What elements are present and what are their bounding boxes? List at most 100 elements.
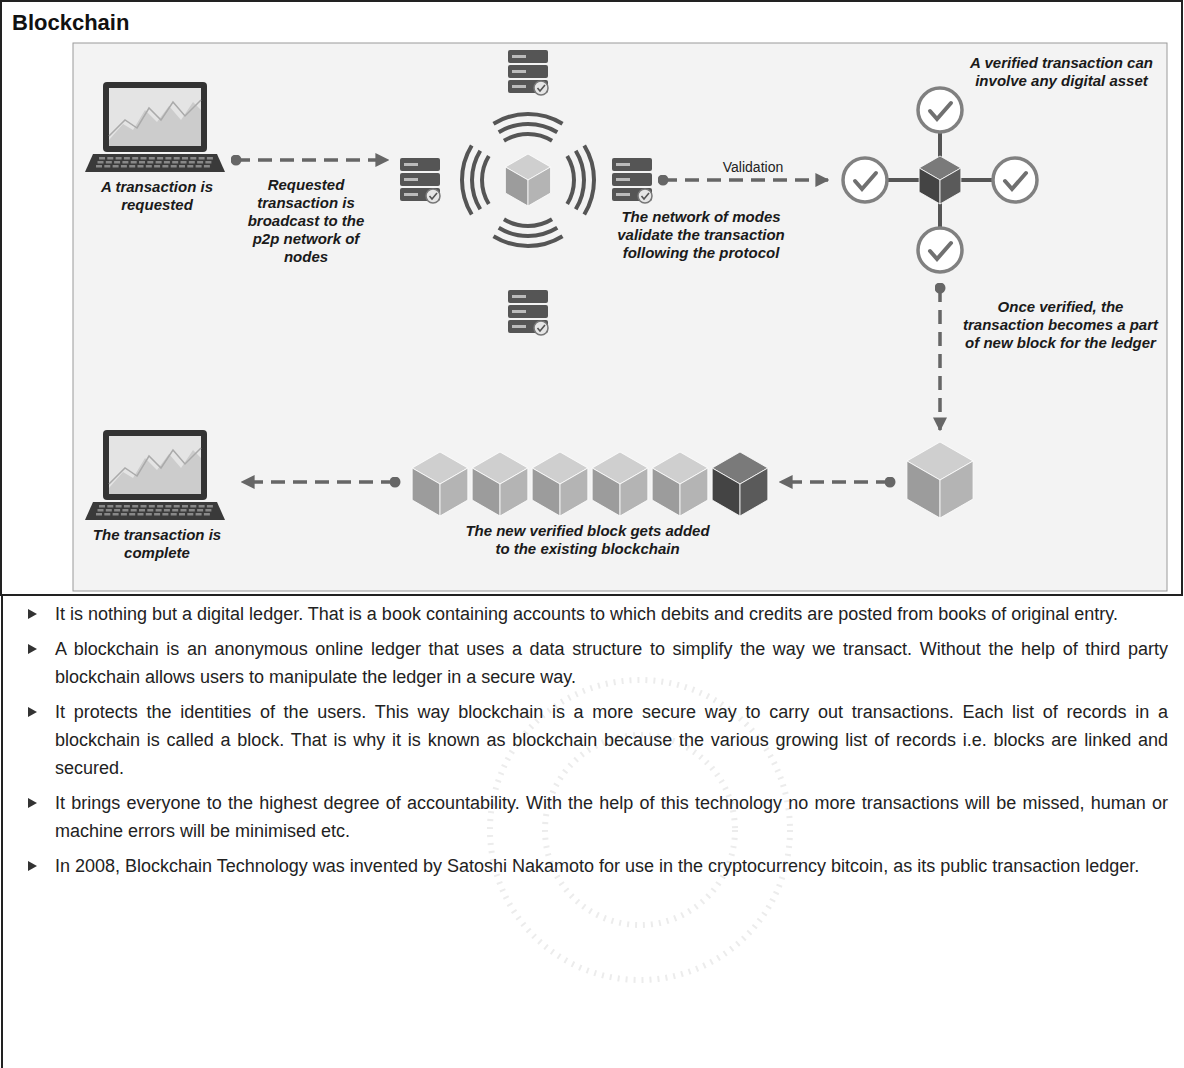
bullet-item: A blockchain is an anonymous online ledg… (28, 635, 1168, 691)
server-unit (612, 158, 652, 171)
server-icon (508, 50, 548, 95)
laptop-key (196, 165, 202, 168)
laptop-key (164, 161, 170, 164)
bullet-item: It brings everyone to the highest degree… (28, 789, 1168, 845)
laptop-key (147, 161, 153, 164)
server-slot (512, 70, 526, 73)
watermark-ring (545, 735, 735, 925)
laptop-key (121, 165, 127, 168)
cube-face (592, 468, 620, 516)
laptop-key (171, 165, 177, 168)
laptop-key (156, 509, 162, 512)
cube-face (907, 461, 940, 518)
server-slot (616, 193, 630, 196)
laptop-key (205, 509, 211, 512)
bullet-text: It protects the identities of the users.… (55, 698, 1168, 782)
laptop-key (190, 505, 196, 508)
cube-face (505, 167, 528, 206)
laptop-key (165, 505, 171, 508)
server-unit (400, 173, 440, 186)
laptop-key (156, 161, 162, 164)
screen-chart (109, 102, 201, 146)
bullet-text: It brings everyone to the highest degree… (55, 789, 1168, 845)
laptop-key (122, 509, 128, 512)
check-mark (930, 103, 951, 119)
laptop-key (205, 161, 211, 164)
signal-arc (460, 144, 473, 215)
laptop-key (107, 157, 113, 160)
watermark (490, 680, 790, 980)
laptop-key (179, 165, 185, 168)
laptop-key (114, 509, 120, 512)
laptop-key (138, 165, 144, 168)
laptop-key (157, 505, 163, 508)
laptop-key (172, 509, 178, 512)
laptop-key (121, 513, 127, 516)
server-slot (512, 85, 526, 88)
cube-face (440, 468, 468, 516)
screen-chart (109, 450, 201, 494)
bullet-text: It is nothing but a digital ledger. That… (55, 600, 1168, 628)
laptop-key (165, 157, 171, 160)
cube-face (412, 468, 440, 516)
signal-arc (583, 144, 596, 215)
signal-arc (498, 122, 559, 134)
laptop-key (124, 505, 130, 508)
node-caption: A verified transaction can involve any d… (960, 54, 1163, 90)
laptop-key (149, 157, 155, 160)
laptop-key (147, 509, 153, 512)
bullet-marker (28, 644, 37, 654)
laptop-key (116, 157, 122, 160)
bullet-item: In 2008, Blockchain Technology was inven… (28, 852, 1168, 880)
server-slot (404, 178, 418, 181)
edge-label: Requested transaction is broadcast to th… (238, 176, 374, 266)
laptop-key (204, 513, 210, 516)
laptop-key (187, 513, 193, 516)
check-circle (843, 158, 887, 202)
server-unit (612, 173, 652, 186)
laptop-key (99, 505, 105, 508)
server-check (426, 189, 440, 203)
edge-label: Once verified, the transaction becomes a… (958, 298, 1163, 352)
server-check-mark (538, 85, 546, 91)
laptop-key (113, 165, 119, 168)
server-slot (512, 295, 526, 298)
laptop-key (182, 157, 188, 160)
cube-face (940, 461, 973, 518)
laptop-key (141, 505, 147, 508)
laptop-key (207, 157, 213, 160)
node-caption: A transaction is requested (82, 178, 232, 214)
laptop-key (104, 165, 110, 168)
laptop-key (113, 513, 119, 516)
server-slot (404, 163, 418, 166)
cross-icon (843, 88, 1037, 272)
server-slot (512, 55, 526, 58)
laptop-key (162, 513, 168, 516)
bullet-marker (28, 609, 37, 619)
dashed-arrow (663, 178, 828, 182)
bullet-marker (28, 861, 37, 871)
laptop-base (85, 154, 225, 172)
dashed-arrow (780, 480, 890, 484)
laptop-key (181, 161, 187, 164)
laptop-key (189, 509, 195, 512)
signal-arc (492, 235, 563, 248)
server-check-mark (430, 193, 438, 199)
laptop-key (171, 513, 177, 516)
cube-node (900, 440, 980, 520)
laptop-key (132, 157, 138, 160)
laptop-key (174, 157, 180, 160)
laptop-key (132, 505, 138, 508)
laptop-key (122, 161, 128, 164)
laptop-key (207, 505, 213, 508)
cross-node: A verified transaction can involve any d… (838, 50, 1165, 280)
cube-face (472, 468, 500, 516)
laptop-node: A transaction is requested (85, 80, 230, 220)
watermark-ring (490, 680, 790, 980)
laptop-key (96, 513, 102, 516)
cube-face (740, 468, 768, 516)
bullet-text: A blockchain is an anonymous online ledg… (55, 635, 1168, 691)
node-illustration (400, 50, 655, 340)
laptop-key (141, 157, 147, 160)
laptop-icon (85, 82, 225, 172)
